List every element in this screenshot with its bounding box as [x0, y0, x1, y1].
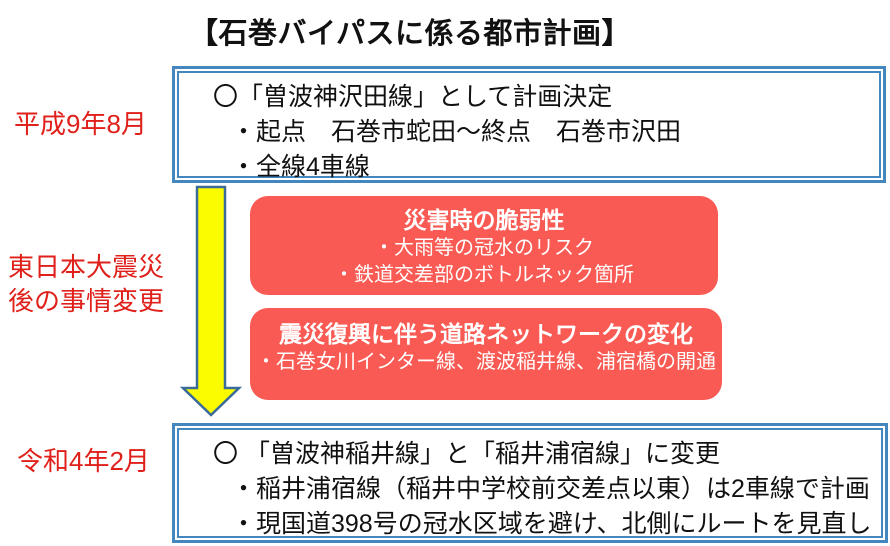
plan-1997-line1: 〇「曽波神沢田線」として計画決定: [213, 83, 613, 111]
plan-2022-line1: 〇 「曽波神稲井線」と「稲井浦宿線」に変更: [213, 440, 720, 468]
plan-2022-line3: ・現国道398号の冠水区域を避け、北側にルートを見直し: [231, 510, 872, 538]
plan-1997-line2: ・起点 石巻市蛇田～終点 石巻市沢田: [231, 118, 682, 146]
timeline-label-earthquake-change-line2: 後の事情変更: [8, 286, 165, 316]
reason-vulnerability-item2: ・鉄道交差部のボトルネック箇所: [334, 264, 634, 286]
plan-2022-text: 〇 「曽波神稲井線」と「稲井浦宿線」に変更 ・稲井浦宿線（稲井中学校前交差点以東…: [179, 430, 881, 538]
timeline-label-earthquake-change-line1: 東日本大震災: [8, 252, 165, 282]
plan-2022-box-inner-border: 〇 「曽波神稲井線」と「稲井浦宿線」に変更 ・稲井浦宿線（稲井中学校前交差点以東…: [177, 428, 883, 538]
plan-2022-line2: ・稲井浦宿線（稲井中学校前交差点以東）は2車線で計画: [231, 475, 870, 503]
plan-1997-line3: ・全線4車線: [231, 153, 370, 181]
reason-vulnerability-item1: ・大雨等の冠水のリスク: [374, 237, 594, 259]
plan-2022-box: 〇 「曽波神稲井線」と「稲井浦宿線」に変更 ・稲井浦宿線（稲井中学校前交差点以東…: [172, 423, 888, 543]
reason-box-network-change: 震災復興に伴う道路ネットワークの変化 ・石巻女川インター線、渡波稲井線、浦宿橋の…: [250, 308, 722, 400]
reason-network-title: 震災復興に伴う道路ネットワークの変化: [279, 321, 693, 347]
reason-network-item1: ・石巻女川インター線、渡波稲井線、浦宿橋の開通: [256, 351, 716, 373]
plan-1997-box: 〇「曽波神沢田線」として計画決定 ・起点 石巻市蛇田～終点 石巻市沢田 ・全線4…: [172, 66, 886, 183]
down-arrow-icon: [179, 185, 243, 418]
reason-box-disaster-vulnerability: 災害時の脆弱性 ・大雨等の冠水のリスク ・鉄道交差部のボトルネック箇所: [250, 196, 718, 295]
plan-1997-box-inner-border: 〇「曽波神沢田線」として計画決定 ・起点 石巻市蛇田～終点 石巻市沢田 ・全線4…: [177, 71, 881, 181]
timeline-label-earthquake-change: 東日本大震災 後の事情変更: [8, 250, 164, 318]
page-title: 【石巻バイパスに係る都市計画】: [189, 18, 631, 50]
plan-1997-text: 〇「曽波神沢田線」として計画決定 ・起点 石巻市蛇田～終点 石巻市沢田 ・全線4…: [179, 73, 879, 181]
timeline-label-heisei9: 平成9年8月: [14, 109, 147, 139]
timeline-label-reiwa4: 令和4年2月: [17, 446, 150, 476]
reason-vulnerability-title: 災害時の脆弱性: [403, 207, 565, 233]
